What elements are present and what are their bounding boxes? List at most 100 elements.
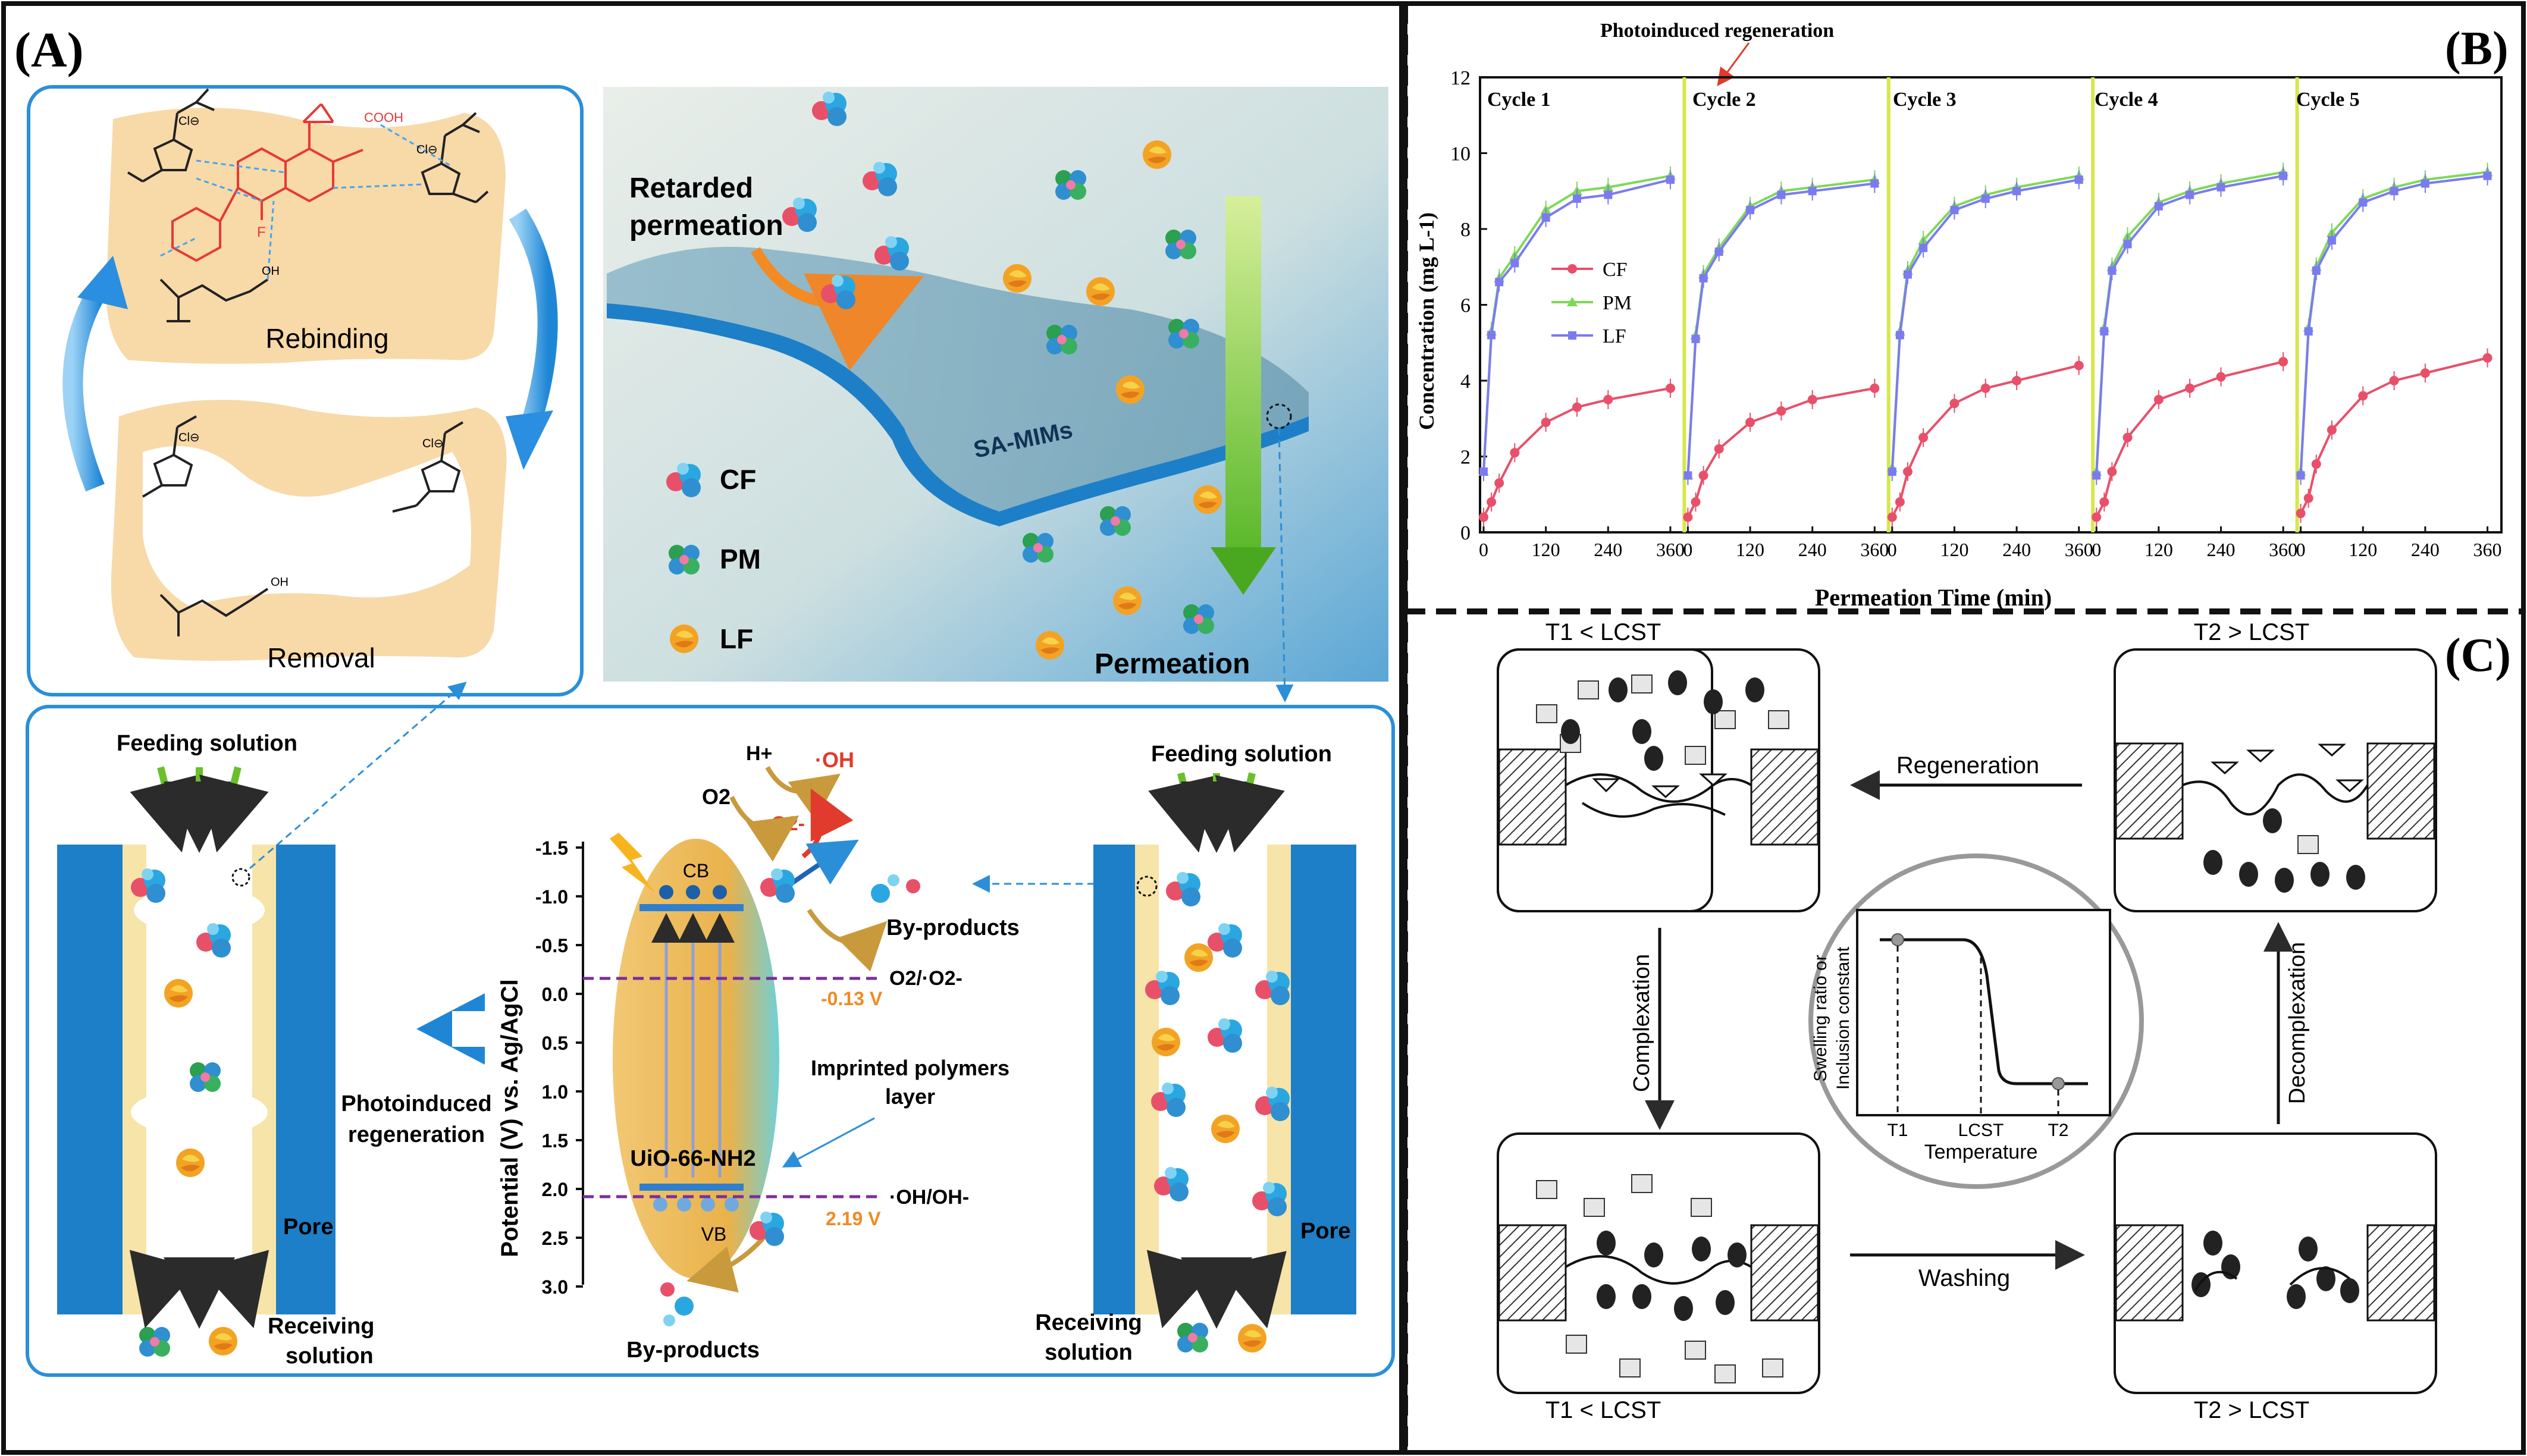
data-point-lf: [1919, 243, 1928, 252]
x-tick-label: 240: [1798, 539, 1827, 560]
chloride-label-4: Cl⊖: [422, 437, 444, 450]
x-tick-label: 120: [1736, 539, 1764, 560]
pore-label-right: Pore: [1300, 1219, 1350, 1244]
removal-cavity-inner: [143, 446, 471, 607]
electrons: [653, 885, 739, 1212]
permeation-arrowhead: [1211, 547, 1276, 595]
data-point-lf: [2421, 179, 2429, 188]
data-point-cf: [2482, 353, 2492, 363]
rebinding-cavity: [106, 108, 506, 364]
data-point-cf: [2092, 512, 2102, 522]
data-point-lf: [1888, 467, 1896, 476]
bottom-left-wall-right: [1750, 1224, 1819, 1322]
removal-label: Removal: [267, 642, 375, 673]
data-point-lf: [2327, 236, 2336, 245]
series-line-lf: [1890, 178, 2080, 472]
series-line-lf: [2299, 174, 2488, 476]
top-right-particles: [2182, 743, 2369, 893]
data-point-lf: [2108, 266, 2117, 275]
imprinted-pointer: [782, 1117, 875, 1168]
x-tick-label: 240: [1594, 539, 1622, 560]
data-point-cf: [1572, 402, 1582, 412]
y-tick-label: 12: [1450, 67, 1471, 89]
data-point-lf: [2312, 266, 2321, 275]
potential-tick-label: -0.5: [535, 935, 568, 956]
oh-couple-label: ·OH/OH-: [889, 1186, 969, 1209]
data-point-cf: [1683, 512, 1693, 522]
data-point-lf: [1699, 274, 1708, 283]
inset-tick-t1: T1: [1887, 1121, 1908, 1140]
hydroxyl-label-1: OH: [262, 265, 280, 278]
inset-tick-lcst: LCST: [1958, 1121, 2004, 1140]
y-tick-label: 10: [1450, 143, 1471, 165]
cycle-arrow-left: [62, 280, 110, 492]
imprinted-label-2: layer: [885, 1084, 935, 1109]
data-point-lf: [1746, 206, 1755, 215]
potential-axis-label: Potential (V) vs. Ag/AgCl: [497, 979, 523, 1257]
potential-tick-label: 0.5: [542, 1033, 568, 1054]
potential-tick-label: 3.0: [542, 1276, 568, 1298]
y-tick-label: 2: [1460, 447, 1471, 469]
series-line-pm: [2095, 171, 2284, 472]
data-point-cf: [1902, 467, 1913, 476]
inset-xlabel: Temperature: [1924, 1141, 2038, 1163]
data-point-cf: [1603, 394, 1613, 404]
data-point-cf: [2012, 376, 2022, 385]
state-box-top-right-frame: [2114, 648, 2437, 912]
x-tick-label: 360: [1656, 539, 1685, 560]
feed-arrows-left: [129, 766, 269, 1329]
data-point-cf: [1895, 497, 1905, 507]
data-point-cf: [1918, 432, 1929, 443]
data-point-cf: [1870, 383, 1880, 393]
data-point-lf: [2012, 187, 2021, 196]
data-point-lf: [1683, 471, 1692, 480]
cycle-arrowhead-left: [77, 256, 128, 309]
pore-label-left: Pore: [283, 1215, 333, 1240]
data-point-cf: [2311, 459, 2321, 469]
legend-pm: PM: [720, 544, 761, 575]
series-line-lf: [2095, 174, 2284, 476]
data-point-cf: [2185, 383, 2195, 393]
membrane-edge: [607, 303, 1309, 526]
panel-a-frame: [1, 1, 1404, 1455]
series-line-pm: [1482, 174, 1671, 472]
monomer-structures: [127, 88, 489, 636]
legend-cf: CF: [720, 464, 756, 495]
data-point-lf: [1510, 259, 1519, 268]
data-point-lf: [1981, 194, 1990, 203]
pore-right: [1093, 845, 1356, 1314]
data-point-cf: [1510, 448, 1520, 458]
y-tick-label: 8: [1460, 219, 1471, 241]
potential-ticks: -1.5-1.0-0.50.00.51.01.52.02.53.0: [535, 837, 583, 1298]
state-box-top-left: [1497, 648, 1819, 912]
potential-tick-label: 1.0: [542, 1081, 568, 1103]
x-tick-label: 360: [2065, 539, 2093, 560]
series-line-lf: [1482, 178, 1671, 472]
x-tick-label: 240: [2002, 539, 2031, 560]
retarded-label-2: permeation: [629, 210, 783, 241]
receiving-label-right-1: Receiving: [1035, 1310, 1142, 1335]
washing-label: Washing: [1918, 1265, 2010, 1291]
receiving-label-left-2: solution: [286, 1344, 374, 1369]
bottom-right-wall-right: [2366, 1224, 2435, 1322]
data-point-lf: [1604, 190, 1613, 199]
potential-tick-label: 2.0: [542, 1179, 568, 1200]
data-point-cf: [2296, 509, 2306, 519]
chart-b-xlabel: Permeation Time (min): [1815, 584, 2052, 611]
receiving-label-right-2: solution: [1045, 1340, 1133, 1365]
cb-label: CB: [683, 860, 709, 881]
data-point-lf: [1895, 331, 1904, 340]
data-point-cf: [1980, 383, 1990, 393]
mof-label: UiO-66-NH2: [630, 1146, 755, 1171]
data-point-cf: [1487, 497, 1497, 507]
inset-point-t2: [2052, 1077, 2065, 1090]
data-point-lf: [1808, 187, 1817, 196]
data-point-cf: [1665, 383, 1675, 393]
data-point-lf: [2074, 175, 2083, 184]
data-point-cf: [2420, 368, 2430, 378]
rebinding-label: Rebinding: [265, 323, 388, 354]
data-point-cf: [2389, 376, 2399, 385]
data-point-lf: [1714, 247, 1723, 256]
photo-regen-label-1: Photoinduced: [341, 1091, 491, 1116]
